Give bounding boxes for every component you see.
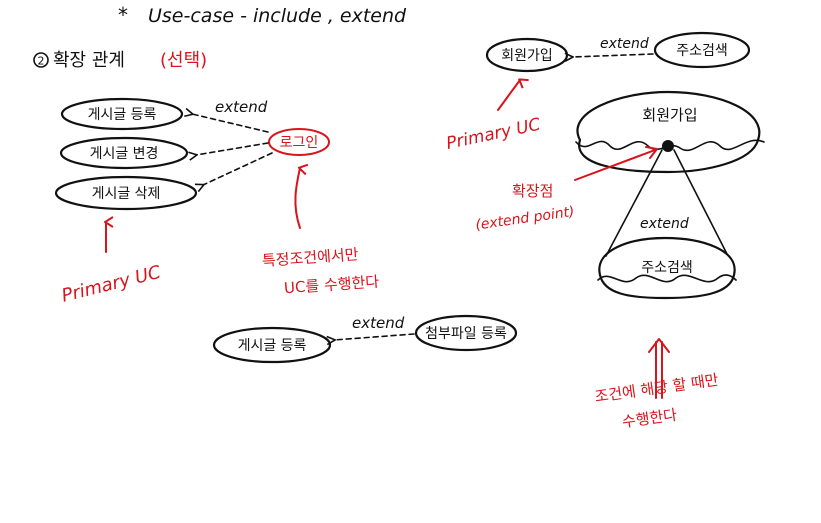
extension-point-label-line2: (extend point) xyxy=(474,204,575,234)
use-case-signup-large xyxy=(576,90,761,174)
use-case-address-search-top-label: 주소검색 xyxy=(676,43,728,59)
header-bullet: * xyxy=(118,3,128,27)
use-case-login xyxy=(268,128,330,156)
use-case-post-edit xyxy=(59,136,189,170)
extension-point-label-line1: 확장점 xyxy=(512,182,553,200)
left-use-case-group: 게시글 등록 게시글 변경 게시글 삭제 로그인 extend Primary … xyxy=(54,97,380,307)
extend-arrow-login-create xyxy=(192,114,269,133)
condition-note-left-line1: 특정조건에서만 xyxy=(261,245,359,270)
use-case-address-search-large xyxy=(598,236,736,300)
right-top-group: 회원가입 주소검색 extend Primary UC xyxy=(445,31,751,154)
extend-arrow-login-delete xyxy=(203,152,273,185)
use-case-attachment xyxy=(414,314,518,352)
bottom-use-case-group: 게시글 등록 첨부파일 등록 extend xyxy=(212,314,518,364)
extension-point-diagram: 회원가입 주소검색 extend 확장점 (extend point) 조건에 … xyxy=(474,90,765,432)
use-case-attachment-label: 첨부파일 등록 xyxy=(425,326,507,342)
cone-line-right xyxy=(673,149,728,255)
use-case-post-edit-label: 게시글 변경 xyxy=(90,146,159,162)
use-case-signup-large-label: 회원가입 xyxy=(642,106,697,124)
section-number: 2 xyxy=(38,55,45,68)
extend-arrow-login-edit xyxy=(196,142,269,155)
header: * Use-case - include , extend xyxy=(118,3,407,27)
condition-note-right-line2: 수행한다 xyxy=(621,406,678,432)
cone-line-left xyxy=(605,149,663,257)
extend-arrow-bottom xyxy=(334,333,415,340)
extend-label-left: extend xyxy=(215,98,268,116)
use-case-address-search-large-label: 주소검색 xyxy=(641,260,693,276)
condition-arrow-left xyxy=(294,168,300,229)
use-case-signup-top-label: 회원가입 xyxy=(501,48,553,64)
section-title: 확장 관계 xyxy=(53,50,125,71)
section-note: (선택) xyxy=(160,50,207,71)
condition-arrowhead-right xyxy=(648,338,670,353)
section-heading: 2 확장 관계 (선택) xyxy=(33,50,207,71)
extend-label-right-top: extend xyxy=(600,36,649,52)
use-case-post-create xyxy=(60,97,184,131)
primary-uc-label-right: Primary UC xyxy=(445,115,543,154)
use-case-post-delete-label: 게시글 삭제 xyxy=(92,186,161,202)
header-text: Use-case - include , extend xyxy=(148,5,407,27)
section-number-circle xyxy=(33,52,49,68)
extension-point-wave-lower xyxy=(597,274,737,283)
primary-uc-label-left: Primary UC xyxy=(60,262,164,307)
extension-point-dot xyxy=(662,140,674,152)
extend-arrow-right-top xyxy=(572,54,654,57)
primary-uc-arrow-right xyxy=(497,80,520,111)
use-case-post-create-label: 게시글 등록 xyxy=(88,107,157,123)
use-case-post-create-bottom-label: 게시글 등록 xyxy=(238,338,307,354)
extension-point-arrowhead xyxy=(645,146,658,159)
use-case-login-label: 로그인 xyxy=(280,135,319,151)
use-case-address-search-top xyxy=(653,31,751,69)
use-case-post-delete xyxy=(54,175,198,211)
condition-note-left-line2: UC를 수행한다 xyxy=(283,273,379,298)
extend-label-bottom: extend xyxy=(352,314,405,332)
extension-point-arrow xyxy=(574,149,656,181)
extend-label-right-diagram: extend xyxy=(640,216,689,232)
